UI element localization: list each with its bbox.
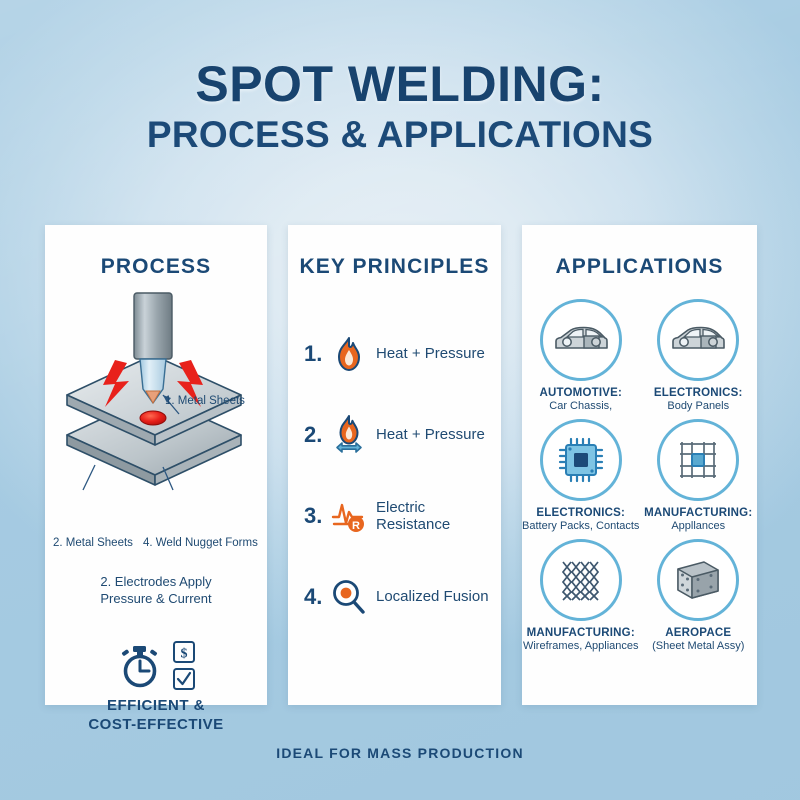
- principles-list: 1. Heat + Pressure 2.: [288, 313, 501, 637]
- application-icon-circle: [657, 299, 740, 381]
- diagram-leader-lines: [82, 394, 180, 491]
- principle-item-3: 3. R Electric Resistance: [288, 475, 501, 556]
- application-desc: Wireframes, Appliances: [522, 640, 639, 653]
- principle-3-label: Electric Resistance: [376, 498, 451, 533]
- label-weld-nugget: 4. Weld Nugget Forms: [143, 537, 258, 549]
- card-process-heading: PROCESS: [100, 255, 212, 278]
- spot-welding-diagram: 1. Metal Sheets 2. Metal Sheets 4. Weld …: [45, 285, 267, 733]
- principle-4-label: Localized Fusion: [376, 588, 489, 605]
- car-icon: [672, 326, 726, 349]
- principle-item-4: 4. Localized Fusion: [288, 556, 501, 637]
- principle-4-number: 4.: [304, 583, 323, 609]
- magnifier-icon: [333, 579, 365, 614]
- efficiency-label-line1: EFFICIENT &: [107, 697, 205, 714]
- application-icon-circle: [657, 539, 740, 622]
- application-desc: Appllances: [671, 520, 726, 533]
- spark-bolts: [103, 360, 203, 407]
- principle-2-icon-slot: [330, 414, 368, 455]
- electrode: [133, 292, 173, 404]
- car-icon: [554, 326, 608, 349]
- metal-box-icon: [677, 561, 719, 600]
- flame-arrow-icon: [336, 414, 362, 453]
- card-key-principles: KEY PRINCIPLES 1. Heat + Pressure 2.: [288, 225, 501, 705]
- process-caption: 2. Electrodes Apply Pressure & Current: [45, 573, 267, 608]
- principle-4-icon-slot: [330, 579, 368, 615]
- application-desc: Car Chassis,: [549, 400, 613, 412]
- process-caption-line1: 2. Electrodes Apply: [100, 574, 212, 589]
- card-applications: APPLICATIONS AUTOMOTIVE: Car Chassis,: [522, 225, 757, 705]
- application-desc: (Sheet Metal Assy): [652, 640, 745, 653]
- principle-2-label: Heat + Pressure: [376, 426, 485, 443]
- card-applications-heading: APPLICATIONS: [555, 255, 724, 278]
- flame-icon: [338, 336, 360, 371]
- application-title: MANUFACTURING:: [644, 507, 753, 520]
- stopwatch-icon: [121, 645, 157, 687]
- application-title: ELECTRONICS:: [536, 507, 626, 520]
- poster-footer: IDEAL FOR MASS PRODUCTION: [276, 745, 524, 761]
- principle-1-icon-slot: [330, 336, 368, 372]
- application-title: MANUFACTURING:: [526, 627, 635, 640]
- svg-text:$: $: [180, 647, 187, 662]
- application-icon-circle: [657, 419, 740, 502]
- check-box-icon: [172, 668, 195, 690]
- application-icon-circle: [539, 299, 622, 381]
- poster-title-main: SPOT WELDING:: [195, 56, 605, 112]
- dollar-box-icon: $: [172, 641, 195, 663]
- principle-3-icon-slot: R: [330, 499, 368, 533]
- grid-chip-icon: [680, 442, 717, 479]
- resistance-icon: R: [331, 503, 364, 532]
- application-title: ELECTRONICS:: [653, 387, 743, 399]
- application-title: AEROPACE: [665, 627, 732, 640]
- application-icon-circle: [539, 419, 622, 502]
- label-metal-sheets-bottom: 2. Metal Sheets: [53, 537, 133, 549]
- application-item-automotive: AUTOMOTIVE: Car Chassis,: [522, 299, 640, 413]
- welding-illustration-svg: [66, 292, 242, 491]
- label-metal-sheets-top: 1. Metal Sheets: [165, 395, 245, 407]
- mesh-icon: [561, 561, 599, 601]
- efficiency-label: EFFICIENT & COST-EFFECTIVE: [45, 697, 267, 735]
- application-item-electronics-panels: ELECTRONICS: Body Panels: [640, 299, 758, 413]
- application-title: AUTOMOTIVE:: [539, 387, 622, 399]
- application-item-electronics-battery: ELECTRONICS: Battery Packs, Contacts: [522, 419, 640, 533]
- card-principles-heading: KEY PRINCIPLES: [299, 255, 490, 278]
- principle-2-number: 2.: [304, 421, 323, 447]
- poster-title-block: SPOT WELDING: PROCESS & APPLICATIONS: [0, 58, 800, 155]
- principle-item-1: 1. Heat + Pressure: [288, 313, 501, 394]
- application-desc: Body Panels: [667, 400, 730, 412]
- application-desc: Battery Packs, Contacts: [522, 520, 640, 533]
- application-item-aerospace: AEROPACE (Sheet Metal Assy): [640, 539, 758, 653]
- principle-item-2: 2. Heat + Pressure: [288, 394, 501, 475]
- svg-text:R: R: [352, 520, 360, 532]
- application-item-manufacturing-wireframes: MANUFACTURING: Wireframes, Appliances: [522, 539, 640, 653]
- applications-grid: AUTOMOTIVE: Car Chassis, ELECTRONICS: Bo…: [522, 299, 757, 654]
- principle-1-number: 1.: [304, 340, 323, 366]
- efficiency-label-line2: COST-EFFECTIVE: [88, 715, 224, 733]
- card-process: PROCESS: [45, 225, 267, 733]
- microchip-icon: [558, 438, 603, 483]
- application-icon-circle: [539, 539, 622, 622]
- efficiency-icon-group: $: [45, 640, 267, 691]
- application-item-manufacturing-appliances: MANUFACTURING: Appllances: [640, 419, 758, 533]
- poster-title-sub: PROCESS & APPLICATIONS: [146, 114, 654, 155]
- principle-1-label: Heat + Pressure: [376, 345, 485, 362]
- weld-nugget: [139, 410, 167, 426]
- value-icon-stack: $: [172, 640, 196, 691]
- principle-3-number: 3.: [304, 502, 323, 528]
- process-caption-line2: Pressure & Current: [100, 591, 212, 607]
